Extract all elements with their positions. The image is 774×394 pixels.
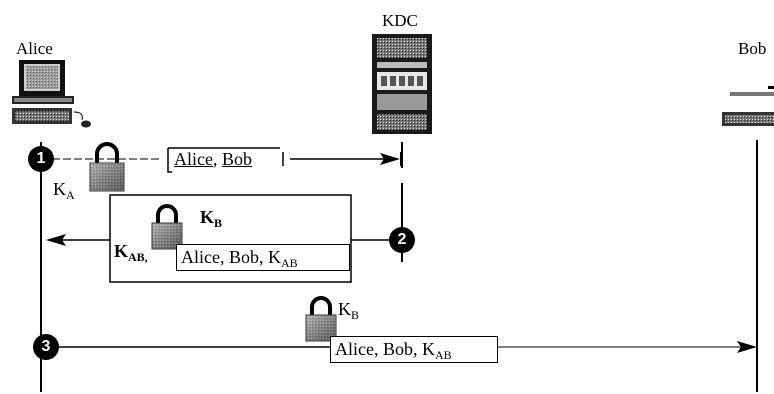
message1-bob: Bob	[222, 149, 252, 169]
message1-separator: ,	[213, 149, 218, 169]
computer-icon	[722, 86, 774, 126]
padlock-icon	[306, 298, 336, 341]
outer-key-label: KA	[53, 180, 75, 201]
padlock-icon	[90, 144, 124, 191]
step-1-marker: 1	[28, 146, 54, 172]
kdc-label: KDC	[382, 12, 418, 29]
server-icon	[372, 34, 432, 134]
message1-label: Alice, Bob	[174, 150, 252, 168]
alice-label: Alice	[16, 40, 53, 57]
message3-key-label: KB	[338, 300, 359, 321]
bob-label: Bob	[738, 40, 766, 57]
session-key-label: KAB,	[114, 242, 148, 263]
message3-ticket-box: Alice, Bob, KAB	[330, 336, 498, 363]
message1-alice: Alice	[174, 149, 213, 169]
computer-icon	[12, 60, 91, 128]
step-3-marker: 3	[33, 334, 59, 360]
step-2-marker: 2	[389, 227, 415, 253]
inner-key-label: KB	[200, 208, 222, 229]
message2-ticket-box: Alice, Bob, KAB	[176, 244, 350, 271]
